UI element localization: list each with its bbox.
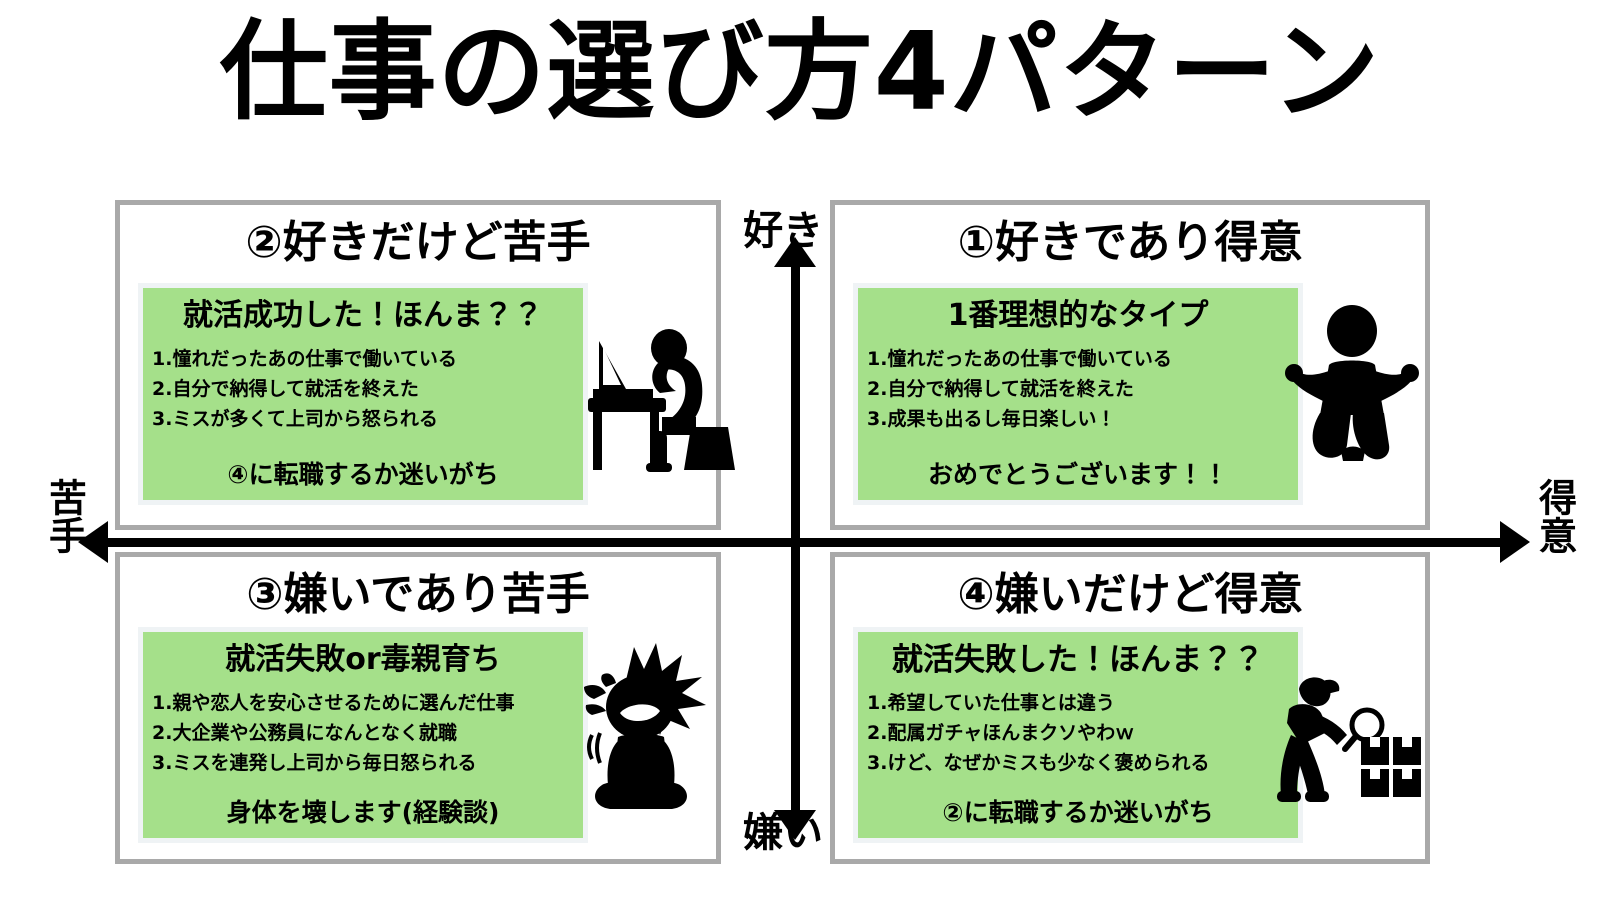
quadrant-heading: ①好きであり得意 xyxy=(957,217,1303,268)
panel-footer: ④に転職するか迷いがち xyxy=(227,460,499,489)
quadrant-panel: 1番理想的なタイプ 1.憧れだったあの仕事で働いている 2.自分で納得して就活を… xyxy=(853,283,1303,505)
panel-title: 就活失敗した！ほんま？？ xyxy=(892,642,1264,678)
list-item: 1.憧れだったあの仕事で働いている xyxy=(867,348,1172,370)
panel-list: 1.希望していた仕事とは違う 2.配属ガチャほんまクソやわｗ 3.けど、なぜかミ… xyxy=(867,688,1210,778)
quadrant-top-right[interactable]: ①好きであり得意 1番理想的なタイプ 1.憧れだったあの仕事で働いている 2.自… xyxy=(830,200,1430,530)
list-item: 2.配属ガチャほんまクソやわｗ xyxy=(867,722,1135,744)
axis-arrow-up-icon xyxy=(774,237,816,267)
crying-person-icon xyxy=(584,643,706,809)
quadrant-bottom-right[interactable]: ④嫌いだけど得意 就活失敗した！ほんま？？ 1.希望していた仕事とは違う 2.配… xyxy=(830,552,1430,864)
panel-footer: 身体を壊します(経験談) xyxy=(226,798,500,827)
inspector-with-magnifier-icon xyxy=(1277,677,1421,802)
axis-arrow-left-icon xyxy=(78,521,108,563)
panel-title: 就活失敗or毒親育ち xyxy=(225,642,501,677)
celebrating-person-icon xyxy=(1285,305,1419,461)
panel-footer: おめでとうございます！！ xyxy=(927,460,1228,489)
quadrant-panel: 就活失敗した！ほんま？？ 1.希望していた仕事とは違う 2.配属ガチャほんまクソ… xyxy=(853,627,1303,843)
list-item: 2.大企業や公務員になんとなく就職 xyxy=(152,722,457,744)
axis-arrow-right-icon xyxy=(1500,521,1530,563)
quadrant-heading: ②好きだけど苦手 xyxy=(245,217,591,268)
quadrant-top-left[interactable]: ②好きだけど苦手 就活成功した！ほんま？？ 1.憧れだったあの仕事で働いている … xyxy=(115,200,735,530)
horizontal-axis-line xyxy=(96,538,1508,547)
panel-list: 1.憧れだったあの仕事で働いている 2.自分で納得して就活を終えた 3.ミスが多… xyxy=(152,344,457,434)
quadrant-panel: 就活失敗or毒親育ち 1.親や恋人を安心させるために選んだ仕事 2.大企業や公務… xyxy=(138,627,588,843)
list-item: 2.自分で納得して就活を終えた xyxy=(867,378,1134,400)
stressed-person-at-desk-icon xyxy=(588,329,735,472)
list-item: 3.ミスが多くて上司から怒られる xyxy=(152,408,438,430)
quadrant-panel: 就活成功した！ほんま？？ 1.憧れだったあの仕事で働いている 2.自分で納得して… xyxy=(138,283,588,505)
panel-list: 1.憧れだったあの仕事で働いている 2.自分で納得して就活を終えた 3.成果も出… xyxy=(867,344,1172,434)
panel-footer: ②に転職するか迷いがち xyxy=(942,798,1214,827)
axis-label-right: 得意 xyxy=(1532,478,1577,554)
list-item: 1.親や恋人を安心させるために選んだ仕事 xyxy=(152,692,515,714)
axis-label-left: 苦手 xyxy=(42,478,87,554)
list-item: 1.憧れだったあの仕事で働いている xyxy=(152,348,457,370)
axis-arrow-down-icon xyxy=(774,810,816,840)
quadrant-heading: ③嫌いであり苦手 xyxy=(246,569,590,620)
panel-title: 就活成功した！ほんま？？ xyxy=(183,298,543,333)
quadrant-bottom-left[interactable]: ③嫌いであり苦手 就活失敗or毒親育ち 1.親や恋人を安心させるために選んだ仕事… xyxy=(115,552,721,864)
quadrant-heading: ④嫌いだけど得意 xyxy=(957,569,1303,620)
list-item: 3.ミスを連発し上司から毎日怒られる xyxy=(152,752,477,774)
page-title: 仕事の選び方4パターン xyxy=(219,10,1381,135)
list-item: 3.成果も出るし毎日楽しい！ xyxy=(867,408,1116,430)
vertical-axis-line xyxy=(791,258,800,820)
panel-list: 1.親や恋人を安心させるために選んだ仕事 2.大企業や公務員になんとなく就職 3… xyxy=(152,688,514,778)
list-item: 3.けど、なぜかミスも少なく褒められる xyxy=(867,752,1210,774)
panel-title: 1番理想的なタイプ xyxy=(947,298,1209,333)
list-item: 1.希望していた仕事とは違う xyxy=(867,692,1115,714)
axis-label-top: 好き xyxy=(743,208,823,254)
list-item: 2.自分で納得して就活を終えた xyxy=(152,378,419,400)
axis-label-bottom: 嫌い xyxy=(743,810,823,856)
